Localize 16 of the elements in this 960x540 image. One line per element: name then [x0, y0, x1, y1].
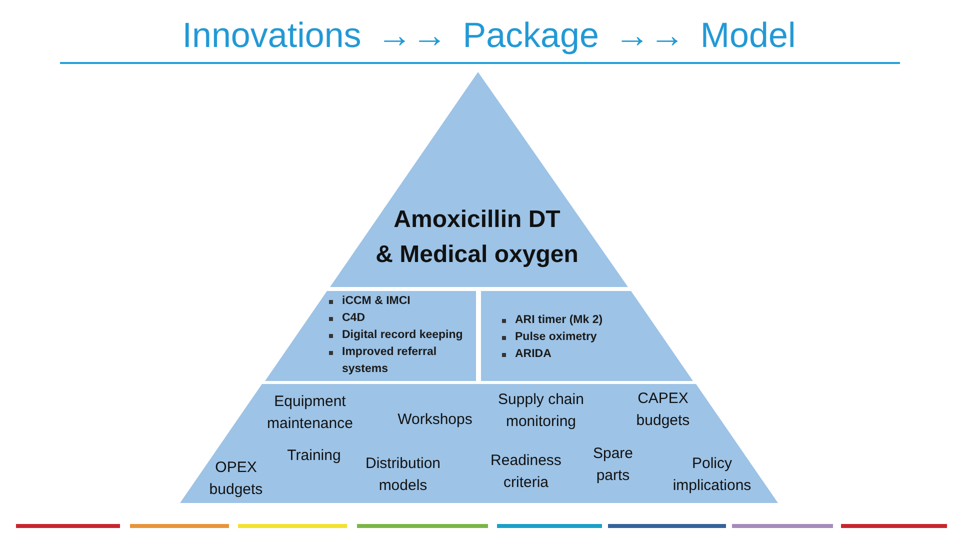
tier-label: Distribution models — [365, 454, 441, 496]
pyramid-tier — [330, 72, 628, 287]
title: Innovations →→ Package →→ Model — [182, 15, 796, 57]
tier-label: Amoxicillin DT & Medical oxygen — [376, 204, 578, 270]
pyramid-tier — [180, 384, 778, 503]
tier-label: Spare parts — [592, 444, 634, 486]
tier-label: OPEX budgets — [209, 458, 263, 500]
tier-label: Workshops — [398, 410, 472, 430]
pyramid-tier — [265, 291, 476, 381]
pyramid-tier — [481, 291, 693, 381]
tier-label: Policy implications — [672, 454, 752, 496]
tier-label: Readiness criteria — [490, 451, 562, 493]
tier-label: Equipment maintenance — [267, 392, 353, 434]
tier-label: Training — [287, 446, 341, 466]
tier-label: Supply chain monitoring — [498, 390, 584, 432]
tier-label: CAPEX budgets — [636, 389, 690, 431]
